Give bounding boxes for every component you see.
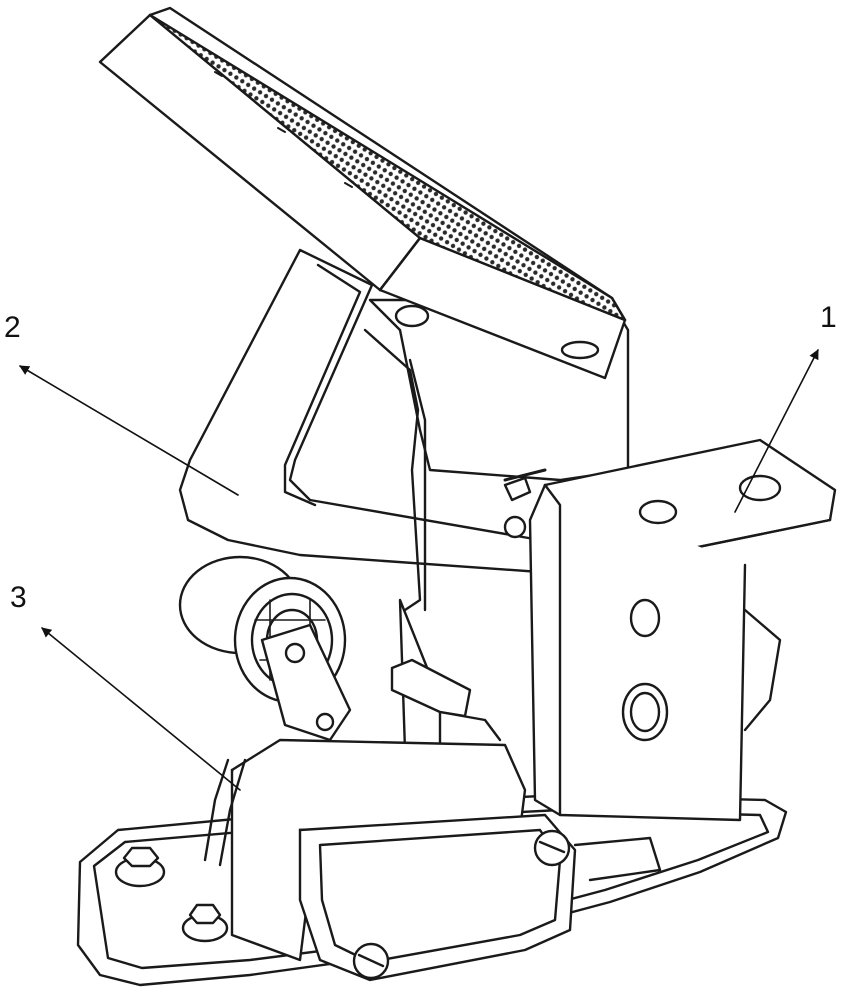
pivot-pin — [503, 468, 662, 882]
sensor-housing — [203, 738, 577, 982]
pedal-pad — [98, 6, 627, 380]
callout-label-1: 1 — [820, 301, 837, 334]
housing-screw-top — [533, 829, 571, 867]
callout-arrow-3 — [41, 627, 241, 791]
callout-label-2: 2 — [4, 311, 21, 344]
linkage-lever — [260, 623, 352, 742]
stop-block — [390, 658, 502, 742]
base-bolt-left — [114, 846, 166, 888]
callout-arrows — [19, 349, 819, 791]
base-bolt-right — [181, 903, 229, 943]
mounting-bracket — [503, 438, 837, 822]
housing-screw-bottom — [352, 942, 390, 980]
callout-arrow-1 — [734, 349, 819, 513]
callout-arrow-2 — [19, 365, 239, 496]
callout-label-3: 3 — [10, 581, 27, 614]
